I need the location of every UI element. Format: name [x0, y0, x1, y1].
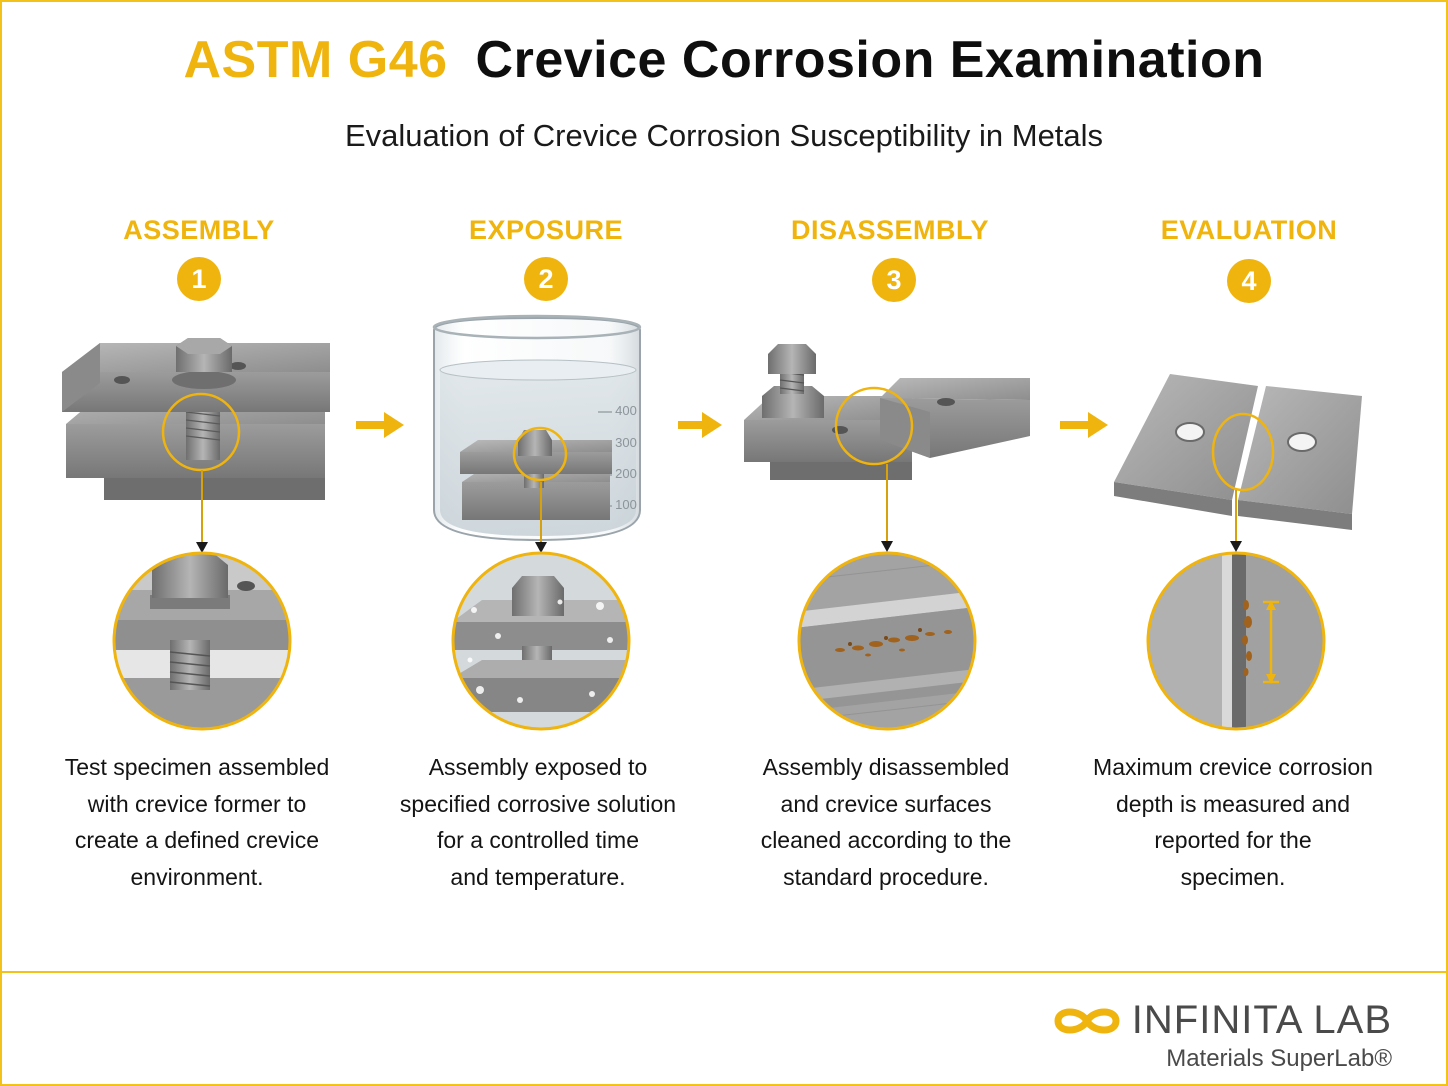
description-line: and temperature.: [450, 863, 626, 890]
description-line: standard procedure.: [783, 863, 989, 890]
step-number-badge: 2: [524, 257, 568, 301]
infinity-logo-icon: [1054, 1008, 1120, 1033]
step-description-disassembly: Assembly disassembled and crevice surfac…: [726, 749, 1046, 895]
description-line: create a defined crevice: [74, 827, 320, 853]
disassembly-detail-zoom: [797, 551, 977, 731]
step-title-disassembly: DISASSEMBLY: [790, 215, 990, 245]
beaker-mark: 100: [615, 497, 637, 512]
description-line: Assembly disassembled: [762, 754, 1010, 780]
description-line: specified corrosive solution: [399, 790, 677, 817]
page-title: ASTM G46 Crevice Corrosion Examination: [0, 30, 1448, 90]
description-line: specimen.: [1180, 863, 1286, 890]
assembly-specimen-image: [62, 338, 330, 500]
exposure-beaker-image: [432, 314, 642, 542]
callout-arrowhead: [881, 541, 893, 552]
description-line: depth is measured and: [1116, 790, 1350, 817]
description-line: environment.: [130, 863, 264, 890]
step-description-exposure: Assembly exposed to specified corrosive …: [378, 749, 698, 895]
page-subtitle: Evaluation of Crevice Corrosion Suscepti…: [344, 118, 1104, 153]
description-line: Assembly exposed to: [428, 754, 648, 780]
arrow-right-icon: [356, 412, 404, 438]
standard-code: ASTM G46: [183, 31, 448, 89]
beaker-mark: 300: [615, 435, 637, 450]
step-description-evaluation: Maximum crevice corrosion depth is measu…: [1073, 749, 1393, 895]
description-line: Maximum crevice corrosion: [1093, 754, 1373, 780]
step-number-badge: 1: [177, 257, 221, 301]
title-text: Crevice Corrosion Examination: [475, 31, 1265, 89]
description-line: cleaned according to the: [760, 827, 1012, 853]
callout-arrowhead: [535, 542, 547, 553]
arrow-right-icon: [678, 412, 722, 438]
step-number-badge: 3: [872, 258, 916, 302]
step-title-assembly: ASSEMBLY: [123, 215, 275, 245]
description-line: and crevice surfaces: [780, 790, 992, 817]
brand-logo: INFINITA LAB Materials SuperLab®: [1012, 998, 1392, 1073]
step-number-badge: 4: [1227, 259, 1271, 303]
callout-arrowhead: [1230, 541, 1242, 552]
step-title-exposure: EXPOSURE: [468, 215, 624, 245]
step-description-assembly: Test specimen assembled with crevice for…: [37, 749, 357, 895]
disassembly-specimen-image: [744, 344, 1030, 480]
description-line: reported for the: [1154, 827, 1312, 853]
callout-arrowhead: [196, 542, 208, 553]
exposure-detail-zoom: [451, 551, 631, 731]
description-line: Test specimen assembled: [64, 754, 330, 780]
footer-divider: [0, 971, 1448, 973]
assembly-detail-zoom: [112, 551, 292, 731]
brand-tagline: Materials SuperLab®: [1166, 1045, 1392, 1072]
brand-name: INFINITA LAB: [1131, 998, 1392, 1042]
step-title-evaluation: EVALUATION: [1160, 215, 1338, 245]
evaluation-detail-zoom: [1146, 551, 1326, 731]
beaker-mark: 200: [615, 466, 637, 481]
beaker-mark: 400: [615, 403, 637, 418]
evaluation-specimen-image: [1114, 374, 1362, 530]
description-line: for a controlled time: [437, 827, 639, 853]
description-line: with crevice former to: [87, 790, 307, 817]
arrow-right-icon: [1060, 412, 1108, 438]
